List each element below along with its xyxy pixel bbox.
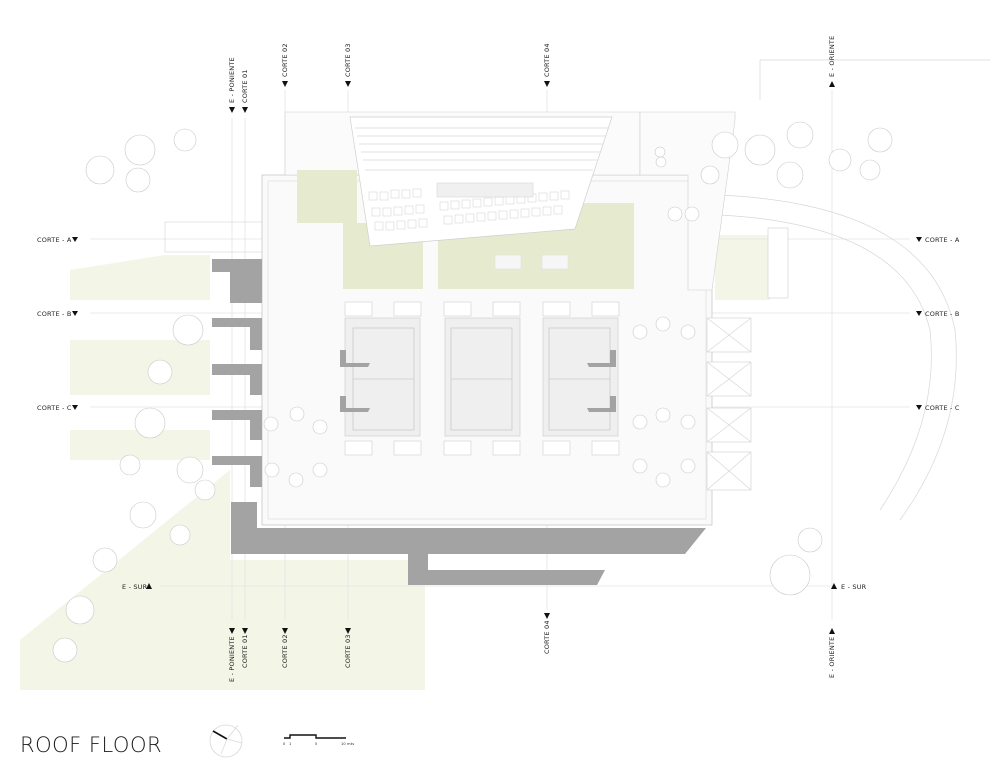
label-corte-a-left: CORTE - A [37,236,72,244]
label-corte-b-right: CORTE - B [925,310,960,318]
left-right-section-markers [72,237,922,589]
top-section-labels: E - PONIENTE CORTE 01 CORTE 02 CORTE 03 … [228,36,836,103]
label-corte-c-right: CORTE - C [925,404,960,412]
label-corte-01-bottom: CORTE 01 [241,634,249,668]
label-corte-03-top: CORTE 03 [344,43,352,77]
label-e-poniente-bottom: E - PONIENTE [228,636,236,682]
label-corte-04-bottom: CORTE 04 [543,620,551,654]
label-corte-02-bottom: CORTE 02 [281,634,289,668]
label-corte-c-left: CORTE - C [37,404,72,412]
south-wall [231,502,706,585]
east-stair-cores [706,227,789,491]
top-section-markers [229,81,835,113]
drawing-title: ROOF FLOOR [20,733,163,757]
label-corte-01-top: CORTE 01 [241,69,249,103]
trees [52,121,893,663]
scale-bar: 0 1 5 10 mts [283,734,354,746]
scale-tick-10: 10 mts [341,742,354,746]
label-e-sur-left: E - SUR [122,583,148,591]
left-section-labels: CORTE - A CORTE - B CORTE - C E - SUR [37,236,148,591]
label-e-oriente-bottom: E - ORIENTE [828,637,836,678]
landscape-area [20,235,770,690]
bleachers [349,116,613,247]
north-arrow-icon [209,724,243,758]
scale-tick-5: 5 [315,742,317,746]
label-corte-03-bottom: CORTE 03 [344,634,352,668]
sports-courts [340,301,620,456]
road-curve [719,59,990,521]
label-e-oriente-top: E - ORIENTE [828,36,836,77]
label-corte-02-top: CORTE 02 [281,43,289,77]
label-corte-04-top: CORTE 04 [543,43,551,77]
bottom-section-labels: E - PONIENTE CORTE 01 CORTE 02 CORTE 03 … [228,620,836,682]
label-corte-b-left: CORTE - B [37,310,72,318]
label-corte-a-right: CORTE - A [925,236,960,244]
bottom-section-markers [229,613,835,634]
scale-tick-1: 1 [289,742,291,746]
label-e-poniente-top: E - PONIENTE [228,57,236,103]
right-section-labels: CORTE - A CORTE - B CORTE - C E - SUR [841,236,960,591]
scale-tick-0: 0 [283,742,285,746]
west-stair-cores [212,259,262,487]
label-e-sur-right: E - SUR [841,583,867,591]
